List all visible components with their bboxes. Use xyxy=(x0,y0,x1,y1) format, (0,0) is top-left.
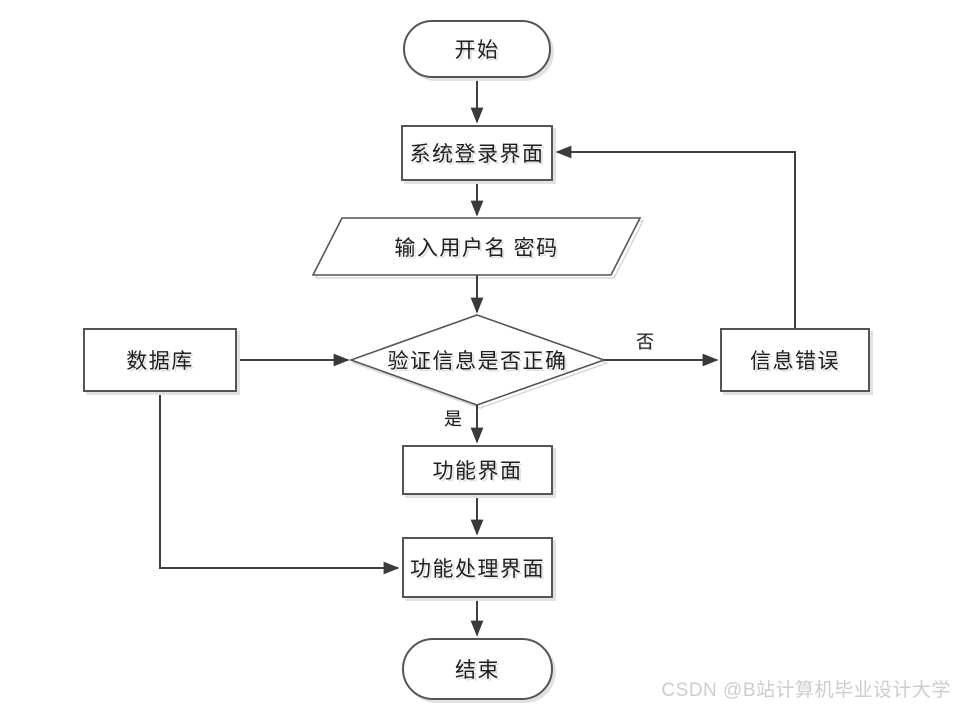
node-database: 数据库 xyxy=(83,328,237,392)
node-function-process-label: 功能处理界面 xyxy=(410,556,545,581)
node-error-label: 信息错误 xyxy=(750,349,840,373)
node-end: 结束 xyxy=(402,638,553,700)
node-end-label: 结束 xyxy=(455,658,500,682)
node-function-ui-label: 功能界面 xyxy=(432,459,523,483)
node-input-label: 输入用户名 密码 xyxy=(394,235,559,260)
node-login: 系统登录界面 xyxy=(401,125,553,181)
node-start-label: 开始 xyxy=(454,38,500,62)
node-start: 开始 xyxy=(403,20,551,78)
node-function-ui: 功能界面 xyxy=(402,445,553,495)
edge-label-yes: 是 xyxy=(444,409,462,429)
node-database-label: 数据库 xyxy=(126,349,194,373)
watermark: CSDN @B站计算机毕业设计大学 xyxy=(661,680,951,701)
node-function-process: 功能处理界面 xyxy=(402,537,553,598)
connector-error-login xyxy=(555,145,796,328)
node-error: 信息错误 xyxy=(720,328,870,392)
edge-label-no: 否 xyxy=(636,332,654,352)
input-parallelogram xyxy=(311,217,642,276)
node-login-label: 系统登录界面 xyxy=(409,142,545,166)
connector-database-function-process xyxy=(159,392,400,575)
node-verify-label: 验证信息是否正确 xyxy=(387,349,568,373)
